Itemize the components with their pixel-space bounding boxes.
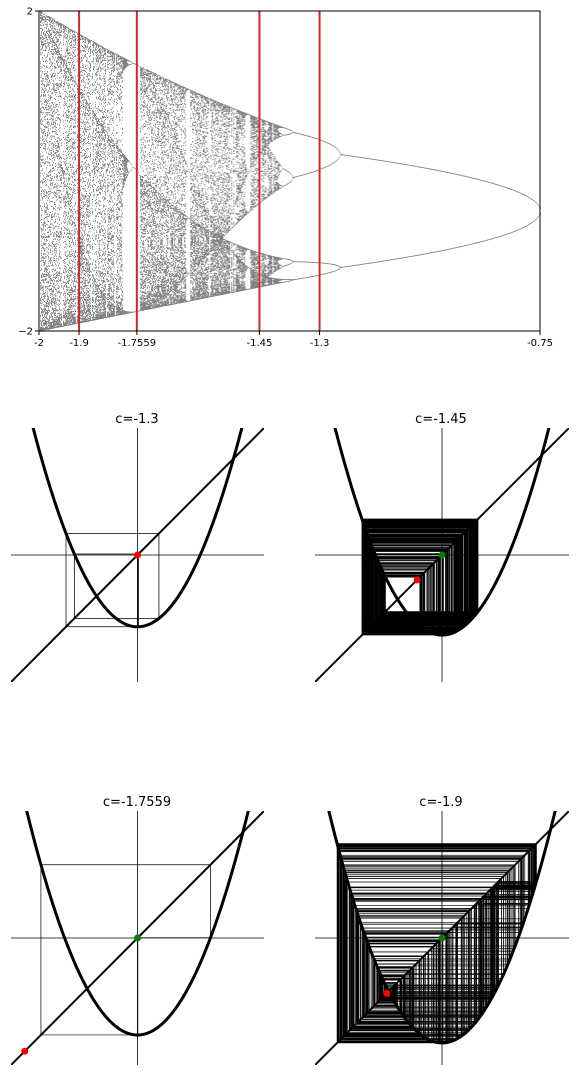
fixed-point-marker [438,934,446,942]
x-tick-label: -1.45 [247,338,273,349]
cobweb-title-c-1.45: c=-1.45 [415,412,467,427]
start-point-marker [383,989,391,997]
bifurcation-marker-lines [78,11,321,331]
cobweb-plot-c-1.7559 [11,811,264,1065]
x-tick-label: -1.7559 [118,338,157,349]
parabola-curve [333,428,551,637]
x-tick-label: -1.3 [310,338,330,349]
x-tick-label: -0.75 [527,338,553,349]
bifurcation-y-ticks: 2 −2 [18,7,39,338]
start-point-marker [21,1047,29,1055]
bifurcation-x-ticks: -2 -1.9 -1.7559 -1.45 -1.3 -0.75 [34,331,553,349]
y-tick-label: −2 [18,327,33,338]
x-tick-label: -1.9 [69,338,89,349]
start-point-marker [134,551,141,559]
start-point-marker [413,576,421,584]
cobweb-title-c-1.7559: c=-1.7559 [103,795,171,810]
cobweb-title-c-1.9: c=-1.9 [419,795,462,810]
parabola-curve [25,811,250,1037]
cobweb-plot-c-1.45 [315,428,569,682]
cobweb-plot-c-1.9 [315,811,569,1065]
bifurcation-frame [38,10,541,332]
cobweb-plot-c-1.3 [11,428,264,682]
bifurcation-plot: -2 -1.9 -1.7559 -1.45 -1.3 -0.75 2 −2 [18,7,553,350]
bifurcation-plot-area [39,11,540,331]
parabola-curve [31,428,244,629]
y-tick-label: 2 [27,7,33,18]
fixed-point-marker [134,934,141,942]
parabola-curve [327,811,557,1045]
fixed-point-marker [438,551,446,559]
x-tick-label: -2 [34,338,44,349]
cobweb-title-c-1.3: c=-1.3 [115,412,158,427]
